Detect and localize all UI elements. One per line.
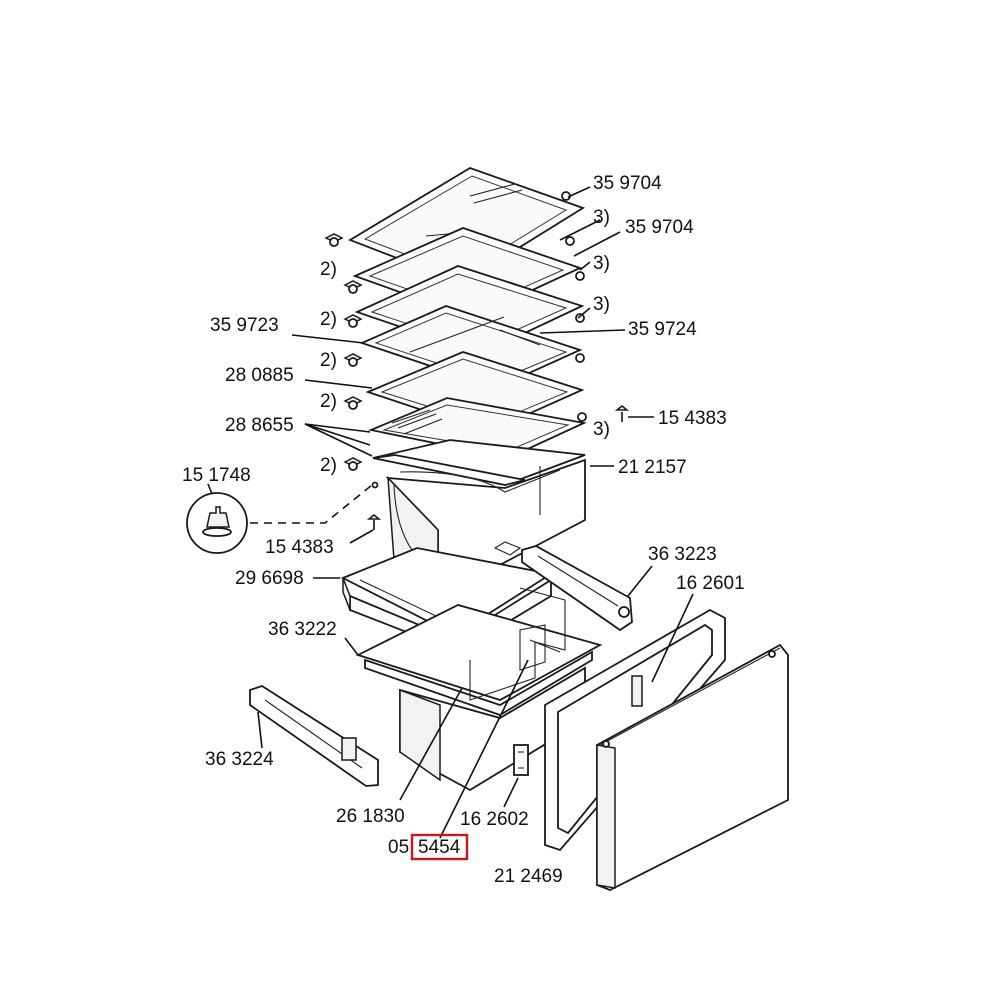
label-162601: 16 2601 — [676, 573, 745, 594]
label-280885: 28 0885 — [225, 365, 294, 386]
label-note-2-c: 2) — [320, 350, 337, 371]
screw-left-icon — [366, 514, 382, 530]
label-359704-top: 35 9704 — [593, 173, 662, 194]
label-363222: 36 3222 — [268, 619, 337, 640]
drawer-lower — [355, 587, 603, 792]
highlight-box — [410, 833, 469, 861]
label-151748: 15 1748 — [182, 465, 251, 486]
label-154383-left: 15 4383 — [265, 537, 334, 558]
rail-left — [249, 685, 379, 787]
label-note-2-d: 2) — [320, 391, 337, 412]
screw-right-icon — [614, 405, 630, 422]
label-note-3-a: 3) — [593, 207, 610, 228]
label-288655: 28 8655 — [225, 415, 294, 436]
leader-lines — [207, 186, 694, 839]
label-359724: 35 9724 — [628, 319, 697, 340]
label-note-3-d: 3) — [593, 419, 610, 440]
label-363224: 36 3224 — [205, 749, 274, 770]
hinge-bracket — [513, 744, 529, 776]
label-363223: 36 3223 — [648, 544, 717, 565]
label-05-prefix: 05 — [388, 837, 409, 858]
label-162602: 16 2602 — [460, 809, 529, 830]
label-359723: 35 9723 — [210, 315, 279, 336]
label-note-2-e: 2) — [320, 455, 337, 476]
label-296698: 29 6698 — [235, 568, 304, 589]
label-359704-second: 35 9704 — [625, 217, 694, 238]
part-labels: 35 9704 3) 35 9704 3) 2) 3) 35 9723 2) 3… — [182, 173, 745, 887]
detail-circle — [186, 492, 248, 554]
label-note-3-b: 3) — [593, 253, 610, 274]
label-261830: 26 1830 — [336, 806, 405, 827]
clips-left — [324, 233, 363, 471]
label-note-2-b: 2) — [320, 309, 337, 330]
rail-right — [521, 545, 633, 632]
label-note-2-a: 2) — [320, 259, 337, 280]
clips-right — [561, 191, 587, 422]
label-note-3-c: 3) — [593, 294, 610, 315]
detail-leader-dashed — [250, 484, 373, 524]
label-212157: 21 2157 — [618, 457, 687, 478]
label-05-highlight: 5454 — [418, 837, 461, 858]
door-panel — [596, 643, 789, 891]
label-154383-right: 15 4383 — [658, 408, 727, 429]
label-212469: 21 2469 — [494, 866, 563, 887]
